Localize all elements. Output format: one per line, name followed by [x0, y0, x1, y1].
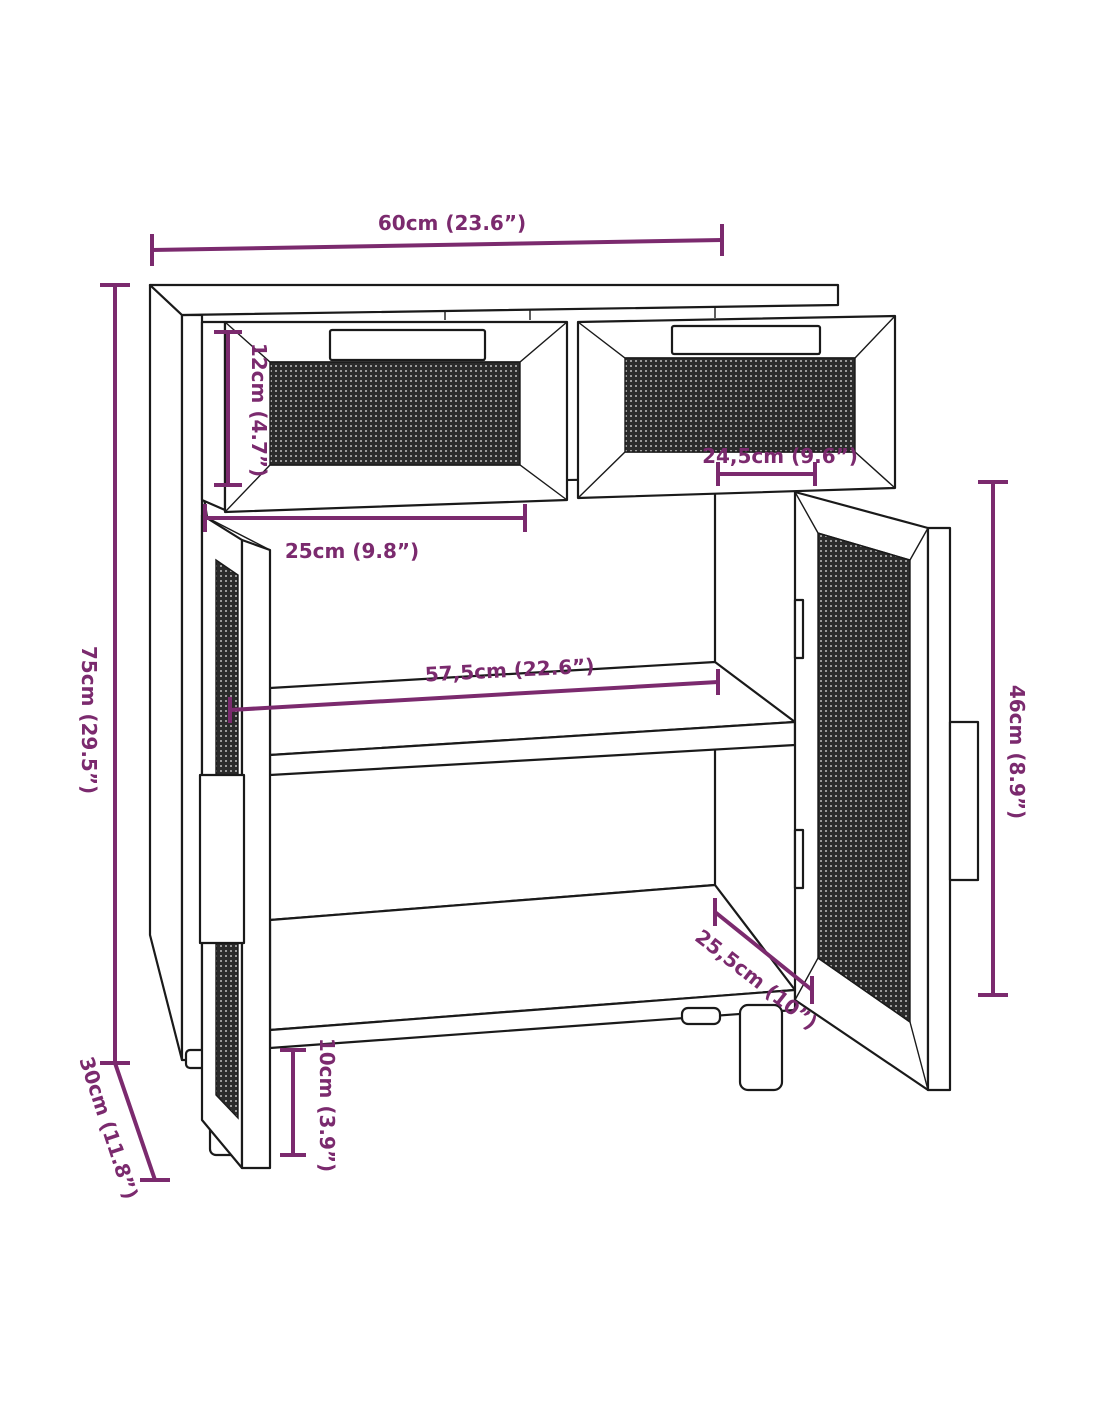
leg-height-dimension: 10cm (3.9”) — [280, 1038, 339, 1172]
right-drawer-rattan-panel — [624, 357, 856, 453]
drawer-height-dimension: 12cm (4.7”) — [214, 330, 271, 487]
right-door — [793, 490, 980, 1092]
right-door-rattan-panel — [817, 532, 911, 1024]
depth-label: 30cm (11.8”) — [74, 1054, 143, 1202]
door-height-label: 46cm (8.9”) — [1005, 685, 1029, 819]
width-dimension: 60cm (23.6”) — [150, 211, 724, 266]
right-door-handle — [948, 720, 980, 882]
cabinet-left-side-panel — [148, 283, 204, 1062]
drawer-width-left-dimension: 25cm (9.8”) — [203, 504, 527, 563]
cabinet-drawing — [148, 283, 980, 1170]
height-label: 75cm (29.5”) — [77, 646, 101, 794]
left-drawer — [200, 320, 569, 514]
depth-dimension: 30cm (11.8”) — [74, 1054, 170, 1202]
height-dimension: 75cm (29.5”) — [77, 283, 130, 1065]
drawer-width-right-dimension: 24,5cm (9.6”) — [702, 444, 858, 486]
door-height-dimension: 46cm (8.9”) — [978, 480, 1029, 997]
right-drawer — [576, 314, 897, 500]
left-drawer-rattan-panel — [269, 361, 521, 466]
drawer-width-right-label: 24,5cm (9.6”) — [702, 444, 858, 468]
left-drawer-handle — [328, 328, 487, 362]
right-drawer-handle — [670, 324, 822, 356]
leg-height-label: 10cm (3.9”) — [315, 1038, 339, 1172]
left-door — [198, 513, 272, 1170]
hinge-lower — [793, 828, 805, 890]
drawer-width-left-label: 25cm (9.8”) — [285, 539, 419, 563]
left-door-handle — [198, 773, 246, 945]
cabinet-top-panel — [148, 283, 840, 320]
hinge-upper — [793, 598, 805, 660]
width-label: 60cm (23.6”) — [378, 211, 526, 235]
drawer-height-label: 12cm (4.7”) — [247, 343, 271, 477]
